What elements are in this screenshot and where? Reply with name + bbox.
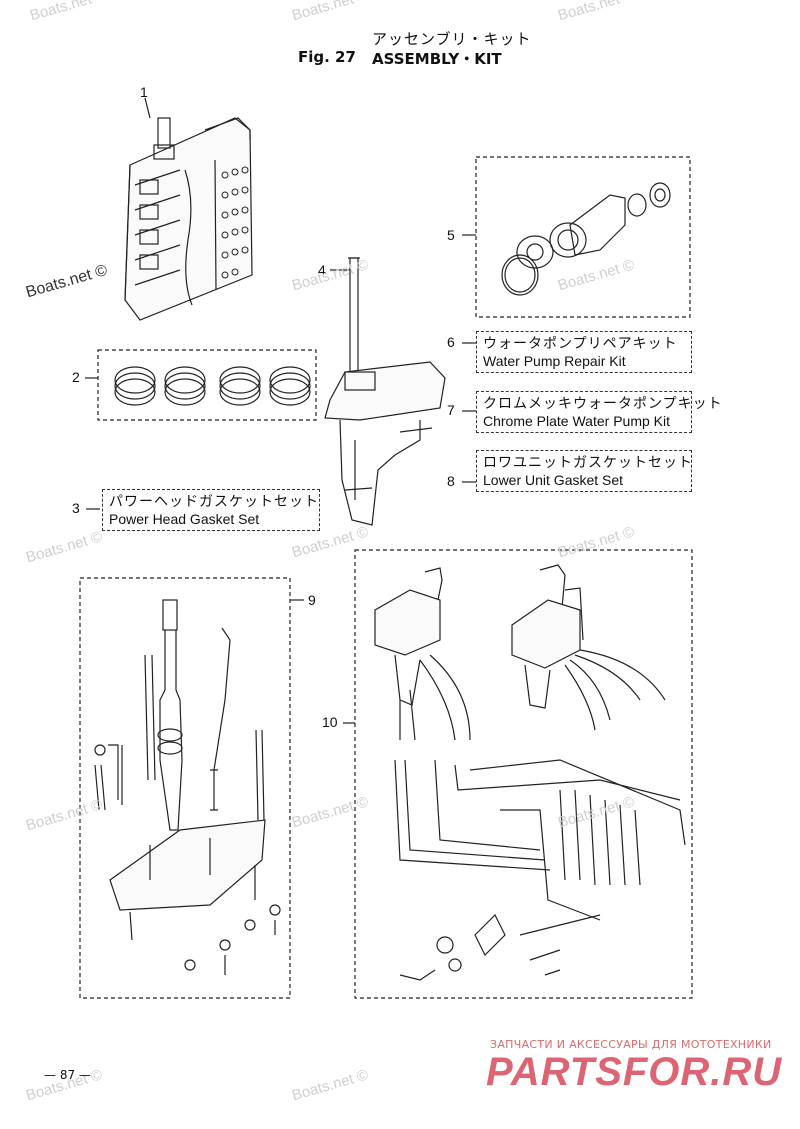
piston-rings-illustration bbox=[114, 366, 311, 406]
piston-ring-kit-frame bbox=[97, 349, 317, 421]
kit-label-en: Water Pump Repair Kit bbox=[483, 353, 626, 369]
shop-subtitle: ЗАПЧАСТИ И АКСЕССУАРЫ ДЛЯ МОТОТЕХНИКИ bbox=[490, 1038, 772, 1051]
shop-logo: PARTSFOR.RU bbox=[486, 1050, 783, 1094]
kit-label-jp: パワーヘッドガスケットセット bbox=[109, 493, 319, 509]
callout-9: 9 bbox=[308, 592, 316, 608]
figure-number: Fig. 27 bbox=[298, 48, 356, 66]
callout-4: 4 bbox=[318, 262, 326, 278]
remote-control-kit-frame bbox=[354, 549, 693, 999]
drive-shaft-illustration bbox=[94, 599, 281, 975]
callout-5: 5 bbox=[447, 227, 455, 243]
kit-label-jp: ウォータポンプリペアキット bbox=[483, 335, 678, 351]
callout-10: 10 bbox=[322, 714, 338, 730]
figure-title-japanese: アッセンブリ・キット bbox=[372, 30, 532, 48]
kit-label-en: Chrome Plate Water Pump Kit bbox=[483, 413, 670, 429]
power-head-illustration bbox=[124, 117, 253, 321]
kit-label-jp: クロムメッキウォータポンプキット bbox=[483, 395, 723, 411]
lower-unit-illustration bbox=[324, 257, 446, 526]
leader-line-1 bbox=[144, 97, 151, 119]
callout-1: 1 bbox=[140, 84, 148, 100]
kit-label-power-head-gasket: パワーヘッドガスケットセット Power Head Gasket Set bbox=[102, 489, 320, 531]
kit-label-jp: ロワユニットガスケットセット bbox=[483, 454, 693, 470]
callout-2: 2 bbox=[72, 369, 80, 385]
callout-8: 8 bbox=[447, 473, 455, 489]
kit-label-en: Power Head Gasket Set bbox=[109, 511, 260, 527]
callout-3: 3 bbox=[72, 500, 80, 516]
kit-label-water-pump-repair: ウォータポンプリペアキット Water Pump Repair Kit bbox=[476, 331, 692, 373]
kit-label-chrome-water-pump: クロムメッキウォータポンプキット Chrome Plate Water Pump… bbox=[476, 391, 723, 433]
callout-6: 6 bbox=[447, 334, 455, 350]
kit-label-lower-unit-gasket: ロワユニットガスケットセット Lower Unit Gasket Set bbox=[476, 450, 692, 492]
callout-7: 7 bbox=[447, 402, 455, 418]
remote-control-illustration bbox=[374, 564, 686, 981]
water-pump-kit-frame bbox=[475, 156, 691, 318]
kit-label-en: Lower Unit Gasket Set bbox=[483, 472, 624, 488]
water-pump-illustration bbox=[501, 182, 671, 296]
drive-shaft-kit-frame bbox=[79, 577, 291, 999]
figure-title: ASSEMBLY・KIT bbox=[372, 50, 502, 68]
page-number: — 87 — bbox=[44, 1068, 91, 1082]
